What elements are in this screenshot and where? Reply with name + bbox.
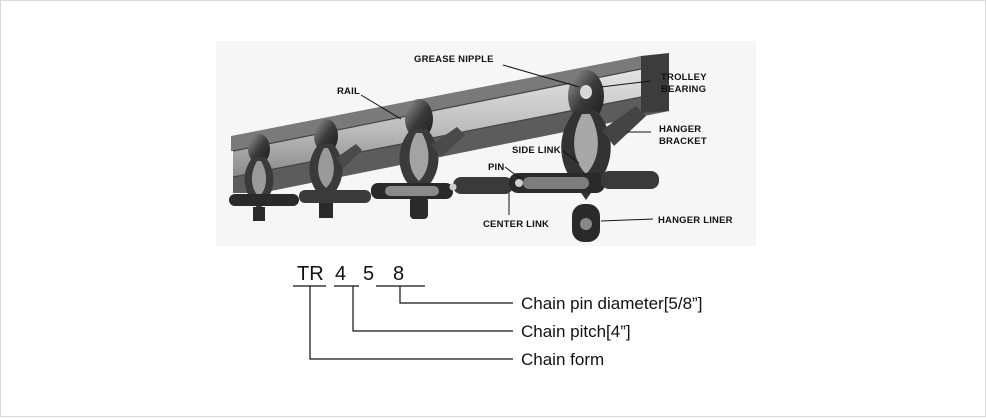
legend-diameter: Chain pin diameter[5/8”] <box>521 294 702 313</box>
code-diameter-tail: 8 <box>393 263 404 285</box>
code-pitch: 4 <box>335 263 346 285</box>
code-brackets <box>293 286 513 359</box>
label-side-link: SIDE LINK <box>512 145 561 156</box>
label-hanger-bracket-line2: BRACKET <box>659 136 707 147</box>
legend-form: Chain form <box>521 350 604 369</box>
legend-pitch: Chain pitch[4”] <box>521 322 631 341</box>
code-diameter: 5 <box>363 263 374 285</box>
label-grease-nipple: GREASE NIPPLE <box>414 54 494 65</box>
label-trolley-line1: TROLLEY <box>661 72 707 83</box>
label-rail: RAIL <box>337 86 360 97</box>
label-trolley-line2: BEARING <box>661 84 706 95</box>
label-hanger-bracket-line1: HANGER <box>659 124 701 135</box>
label-center-link: CENTER LINK <box>483 219 549 230</box>
label-hanger-liner: HANGER LINER <box>658 215 733 226</box>
label-pin: PIN <box>488 162 504 173</box>
code-form: TR <box>297 263 324 285</box>
